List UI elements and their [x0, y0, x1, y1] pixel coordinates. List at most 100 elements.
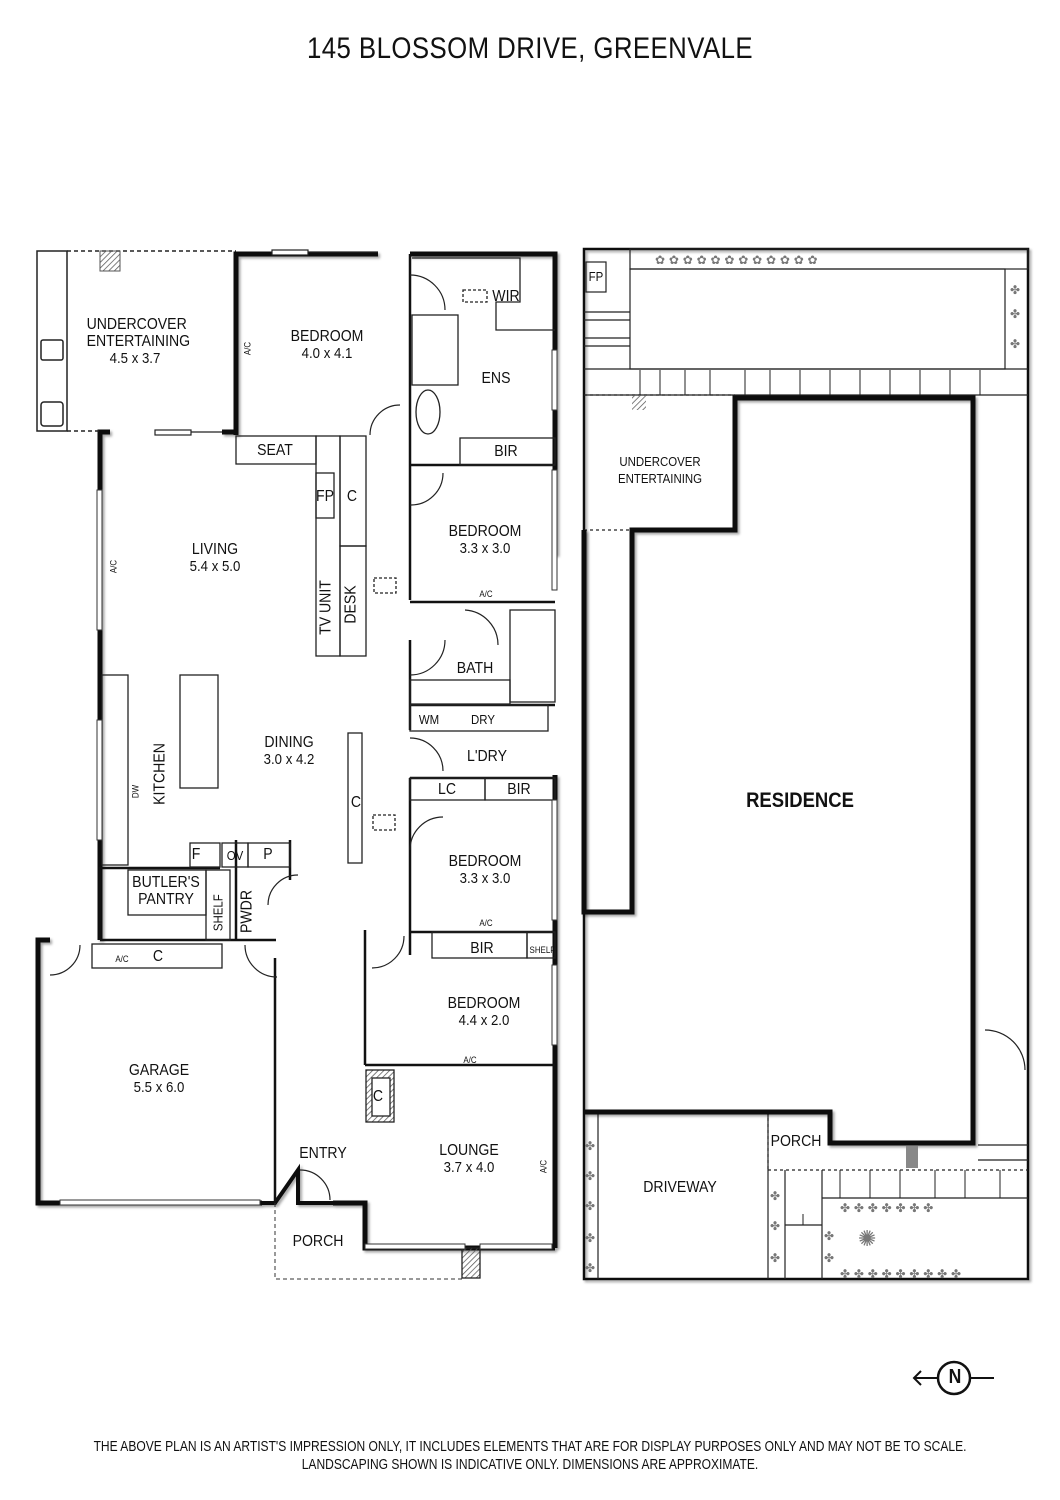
fridge-label: F: [191, 846, 201, 863]
room-dimension: 5.4 x 5.0: [189, 558, 241, 575]
svg-text:✤: ✤: [1010, 307, 1020, 321]
svg-text:✤: ✤: [585, 1139, 595, 1153]
ac-label: A/C: [108, 559, 119, 574]
room-bedroom-3: BEDROOM 3.3 x 3.0: [437, 853, 534, 887]
washing-machine-label: WM: [418, 712, 440, 727]
entertaining-outline: [36, 250, 236, 432]
svg-text:✤: ✤: [824, 1251, 834, 1265]
svg-text:✤: ✤: [585, 1261, 595, 1275]
room-label: PANTRY: [138, 891, 194, 908]
room-dining: DINING 3.0 x 4.2: [241, 734, 338, 768]
room-ens: ENS: [481, 370, 511, 387]
dishwasher-label: DW: [130, 784, 141, 799]
room-powder: PWDR: [238, 889, 256, 934]
shelf-label: SHELF: [529, 945, 556, 955]
svg-text:✤: ✤: [770, 1219, 780, 1233]
site-fireplace-label: FP: [588, 269, 604, 284]
ac-label: A/C: [479, 589, 493, 599]
room-butlers-pantry: BUTLER'S PANTRY: [129, 874, 203, 908]
room-dimension: 3.3 x 3.0: [459, 870, 511, 887]
room-label: GARAGE: [128, 1062, 190, 1079]
room-dimension: 4.4 x 2.0: [458, 1012, 510, 1029]
room-dimension: 3.0 x 4.2: [263, 751, 315, 768]
disclaimer: THE ABOVE PLAN IS AN ARTIST'S IMPRESSION…: [90, 1438, 970, 1474]
room-bedroom-4: BEDROOM 4.4 x 2.0: [431, 995, 537, 1029]
ac-label: A/C: [463, 1055, 477, 1065]
cupboard-label: C: [350, 794, 362, 811]
disclaimer-line-2: LANDSCAPING SHOWN IS INDICATIVE ONLY. DI…: [301, 1457, 759, 1473]
plant-icons: ✿ ✿ ✿ ✿ ✿ ✿ ✿ ✿ ✿ ✿ ✿ ✿ ✤ ✤ ✤ ✤ ✤ ✤ ✤ ✤ ✤ ✤ ✤ ✤ …: [585, 253, 1020, 1281]
room-dimension: 4.5 x 3.7: [109, 350, 161, 367]
svg-text:✤ ✤ ✤ ✤ ✤ ✤ ✤: ✤ ✤ ✤ ✤ ✤ ✤ ✤: [840, 1201, 933, 1215]
page-title: 145 BLOSSOM DRIVE, GREENVALE: [306, 32, 754, 65]
room-label: ENTERTAINING: [86, 333, 191, 350]
room-bir: BIR: [507, 781, 531, 798]
room-bir: BIR: [494, 443, 518, 460]
room-garage: GARAGE 5.5 x 6.0: [111, 1062, 208, 1096]
room-label: DINING: [264, 734, 314, 751]
site-driveway: DRIVEWAY: [643, 1179, 717, 1196]
site-label: UNDERCOVER: [619, 454, 701, 469]
site-plan-drawing: ✿ ✿ ✿ ✿ ✿ ✿ ✿ ✿ ✿ ✿ ✿ ✿ ✤ ✤ ✤ ✤ ✤ ✤ ✤ ✤ ✤ ✤ ✤ ✤ …: [581, 247, 1030, 1281]
north-arrow-icon: [912, 1360, 994, 1396]
room-undercover-entertaining: UNDERCOVER ENTERTAINING 4.5 x 3.7: [86, 316, 191, 367]
svg-text:✤: ✤: [770, 1251, 780, 1265]
room-entry: ENTRY: [299, 1145, 347, 1162]
room-label: BUTLER'S: [132, 874, 200, 891]
cupboard-label: C: [372, 1088, 384, 1105]
joinery: [91, 257, 556, 1279]
linen-cupboard-label: LC: [437, 781, 456, 798]
room-label: BEDROOM: [448, 853, 522, 870]
room-label: LIVING: [191, 541, 239, 558]
seat-label: SEAT: [257, 442, 293, 459]
svg-text:✤: ✤: [585, 1231, 595, 1245]
room-label: LOUNGE: [439, 1142, 499, 1159]
shelf-label: SHELF: [210, 894, 226, 932]
site-undercover-entertaining: UNDERCOVER ENTERTAINING: [607, 453, 713, 487]
desk-label: DESK: [342, 585, 360, 624]
ac-label: A/C: [115, 954, 129, 964]
room-label: BEDROOM: [447, 995, 521, 1012]
room-kitchen: KITCHEN: [151, 743, 169, 805]
room-bedroom-2: BEDROOM 3.3 x 3.0: [437, 523, 534, 557]
door-swings: [49, 274, 499, 1201]
svg-text:✤: ✤: [824, 1229, 834, 1243]
svg-text:✤ ✤ ✤ ✤ ✤ ✤ ✤ ✤ ✤: ✤ ✤ ✤ ✤ ✤ ✤ ✤ ✤ ✤: [840, 1267, 961, 1281]
site-residence: RESIDENCE: [746, 789, 854, 812]
interior-walls: [98, 254, 555, 1203]
room-dimension: 3.7 x 4.0: [443, 1159, 495, 1176]
svg-text:✤: ✤: [770, 1189, 780, 1203]
room-porch: PORCH: [292, 1233, 344, 1250]
cupboard-label: C: [152, 948, 164, 965]
ac-label: A/C: [538, 1159, 549, 1174]
svg-text:✤: ✤: [1010, 283, 1020, 297]
svg-text:✤: ✤: [1010, 337, 1020, 351]
dryer-label: DRY: [471, 712, 495, 727]
room-dimension: 4.0 x 4.1: [301, 345, 353, 362]
room-lounge: LOUNGE 3.7 x 4.0: [421, 1142, 518, 1176]
room-dimension: 3.3 x 3.0: [459, 540, 511, 557]
oven-label: OV: [226, 848, 244, 863]
room-label: BEDROOM: [448, 523, 522, 540]
room-master-bedroom: BEDROOM 4.0 x 4.1: [279, 328, 376, 362]
tv-unit-label: TV UNIT: [317, 580, 335, 635]
svg-text:✿ ✿ ✿ ✿ ✿ ✿ ✿ ✿ ✿ ✿ ✿ ✿: ✿ ✿ ✿ ✿ ✿ ✿ ✿ ✿ ✿ ✿ ✿ ✿: [655, 253, 818, 267]
room-label: BEDROOM: [290, 328, 364, 345]
site-label: ENTERTAINING: [617, 471, 703, 486]
room-bath: BATH: [456, 660, 494, 677]
cupboard-label: C: [346, 488, 358, 505]
svg-text:✤: ✤: [585, 1169, 595, 1183]
room-living: LIVING 5.4 x 5.0: [167, 541, 264, 575]
ac-label: A/C: [479, 918, 493, 928]
north-label: N: [948, 1366, 962, 1388]
svg-text:✤: ✤: [585, 1199, 595, 1213]
site-porch: PORCH: [770, 1133, 822, 1150]
room-bir: BIR: [470, 940, 494, 957]
room-label: UNDERCOVER: [86, 316, 187, 333]
room-wir: WIR: [492, 288, 520, 305]
ac-label: A/C: [242, 341, 253, 356]
room-dimension: 5.5 x 6.0: [133, 1079, 185, 1096]
pantry-label: P: [263, 846, 273, 863]
svg-text:✺: ✺: [858, 1227, 876, 1252]
